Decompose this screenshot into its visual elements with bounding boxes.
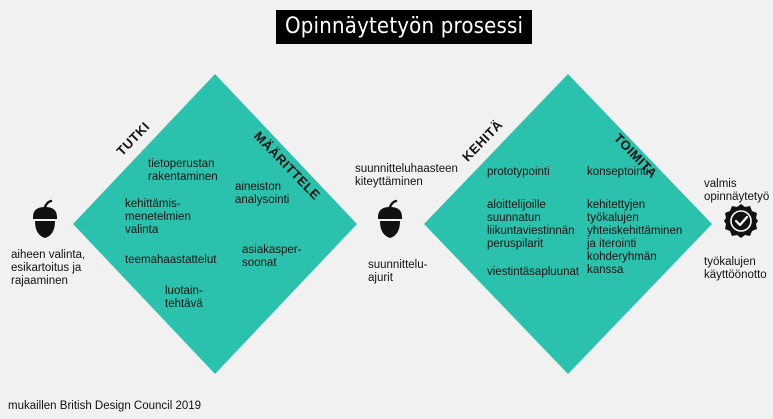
start-caption: aiheen valinta, esikartoitus ja rajaamin…	[11, 249, 86, 287]
diamond1-item: aineiston analysointi	[235, 181, 290, 206]
diamond1-item: luotain- tehtävä	[165, 285, 203, 310]
checkmark-badge-icon	[724, 204, 758, 238]
diamond1-item: asiakasper- soonat	[242, 244, 302, 269]
acorn-icon	[33, 199, 57, 238]
diamond-develop-deliver	[424, 74, 712, 374]
diamond2-item: prototypointi	[487, 166, 550, 178]
diamond1-item: teemahaastattelut	[125, 254, 217, 266]
acorn-icon	[378, 199, 402, 238]
diamond2-item: viestintäsapluunat	[487, 266, 580, 278]
middle-caption-top: suunnitteluhaasteen kiteyttäminen	[355, 163, 458, 188]
diamond1-item: tietoperustan rakentaminen	[148, 158, 218, 183]
source-credit: mukaillen British Design Council 2019	[8, 400, 202, 412]
diamond-discover-define	[73, 74, 357, 374]
end-caption-top: valmis opinnäytetyö	[704, 178, 770, 203]
diamond2-item: kehitettyjen työkalujen yhteiskehittämin…	[587, 199, 683, 276]
diamond1-item: kehittämis- menetelmien valinta	[125, 198, 191, 236]
end-caption-bottom: työkalujen käyttöönotto	[704, 256, 767, 281]
middle-caption-bottom: suunnittelu- ajurit	[368, 259, 428, 284]
diamond2-item: aloittelijoille suunnatun liikuntaviesti…	[487, 199, 575, 250]
diamond2-item: konseptointi	[587, 166, 649, 178]
page-title: Opinnäytetyön prosessi	[276, 10, 533, 44]
